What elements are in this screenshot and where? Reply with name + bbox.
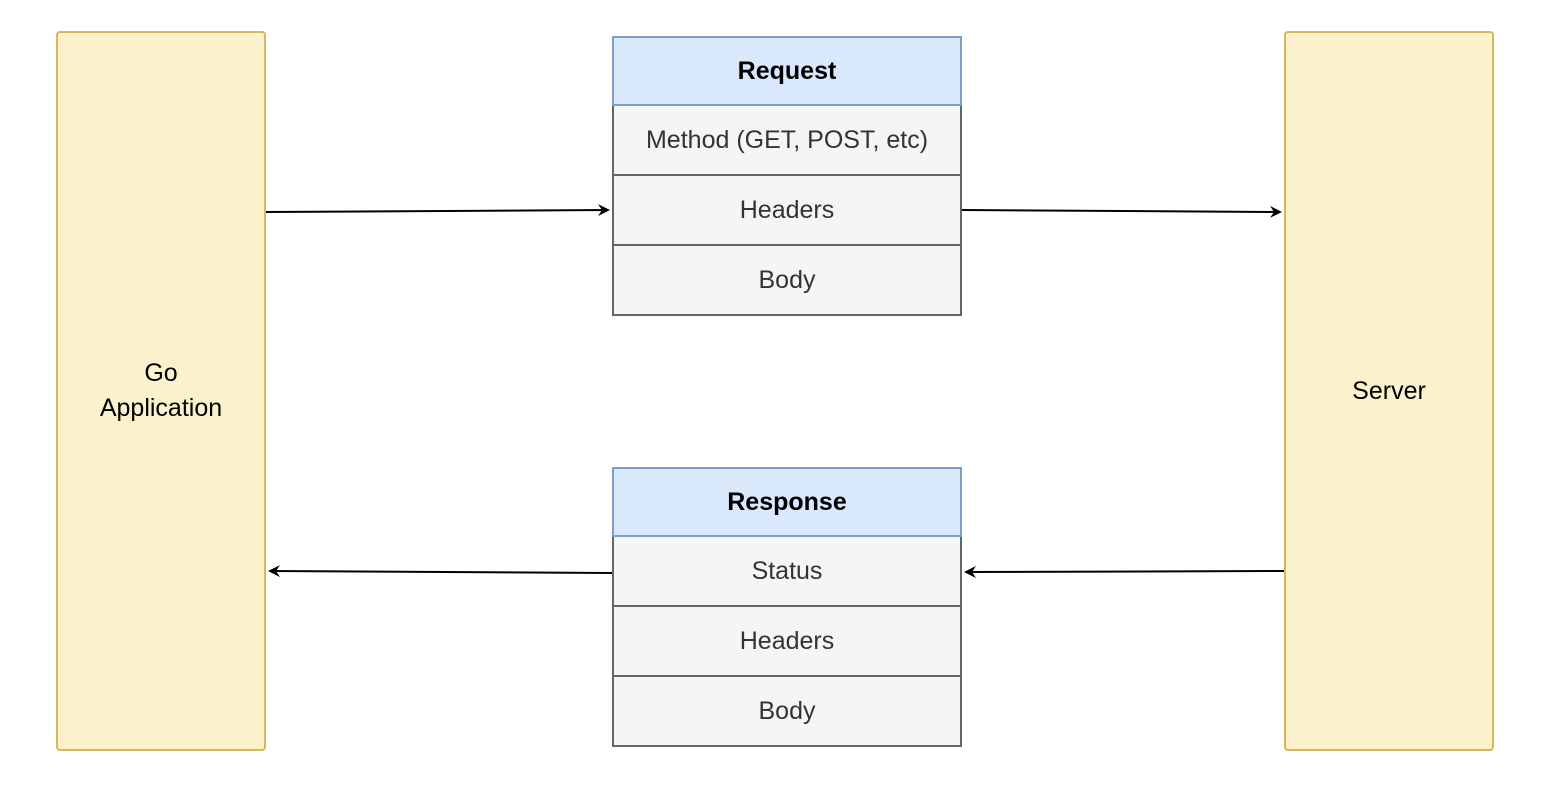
request-title: Request [612, 36, 962, 106]
go-application-box: Go Application [56, 31, 266, 751]
arrow-server-to-response [964, 565, 1285, 578]
request-field-body: Body [612, 246, 962, 316]
arrow-app-to-request [265, 204, 610, 217]
response-title: Response [612, 467, 962, 537]
go-application-label: Go Application [99, 359, 223, 422]
request-field-method: Method (GET, POST, etc) [612, 106, 962, 176]
request-field-headers: Headers [612, 176, 962, 246]
response-table: Response Status Headers Body [612, 467, 962, 747]
request-table: Request Method (GET, POST, etc) Headers … [612, 36, 962, 316]
server-label: Server [1352, 376, 1426, 405]
server-box: Server [1284, 31, 1494, 751]
response-field-headers: Headers [612, 607, 962, 677]
arrow-response-to-app [268, 565, 613, 578]
arrow-request-to-server [961, 205, 1282, 218]
response-field-status: Status [612, 537, 962, 607]
response-field-body: Body [612, 677, 962, 747]
